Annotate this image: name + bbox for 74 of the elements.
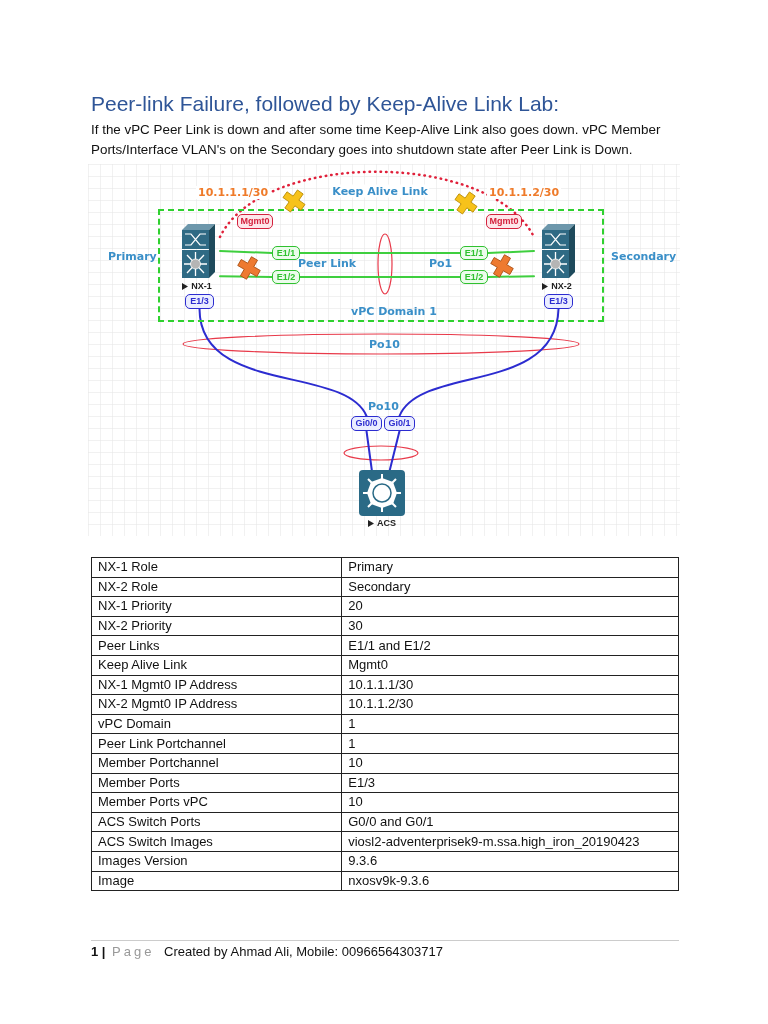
link-line xyxy=(398,308,560,417)
table-cell: 9.3.6 xyxy=(341,851,679,871)
table-cell: Secondary xyxy=(341,577,679,597)
port-tag: E1/1 xyxy=(460,246,488,260)
table-cell: 20 xyxy=(341,596,679,617)
port-tag: Gi0/1 xyxy=(384,416,415,431)
link-line xyxy=(299,276,461,278)
port-tag: E1/3 xyxy=(185,294,214,309)
table-cell: Peer Links xyxy=(91,635,342,656)
link-label: Peer Link xyxy=(298,257,357,270)
port-tag: E1/2 xyxy=(272,270,300,284)
table-cell: NX-2 Priority xyxy=(91,616,342,636)
link-line xyxy=(198,308,368,417)
port-channel-label: Po10 xyxy=(369,338,400,351)
table-cell: ACS Switch Images xyxy=(91,831,342,852)
link-line xyxy=(365,430,373,471)
table-cell: 1 xyxy=(341,733,679,754)
table-cell: viosl2-adventerprisek9-m.ssa.high_iron_20190423 xyxy=(341,831,679,852)
table-cell: Peer Link Portchannel xyxy=(91,733,342,754)
table-cell: 10.1.1.2/30 xyxy=(341,694,679,715)
edge-label: Keep Alive Link xyxy=(330,184,430,198)
table-cell: NX-2 Role xyxy=(91,577,342,597)
link-line xyxy=(487,275,535,278)
port-tag: E1/3 xyxy=(544,294,573,309)
port-tag: Gi0/0 xyxy=(351,416,382,431)
keep-alive-link xyxy=(218,170,536,239)
table-cell: Member Ports vPC xyxy=(91,792,342,813)
table-cell: E1/1 and E1/2 xyxy=(341,635,679,656)
table-cell: Keep Alive Link xyxy=(91,655,342,676)
device-name: ACS xyxy=(377,518,396,528)
table-cell: Member Ports xyxy=(91,773,342,793)
table-cell: Image xyxy=(91,871,342,891)
port-tag: Mgmt0 xyxy=(237,214,273,229)
table-cell: ACS Switch Ports xyxy=(91,812,342,832)
device-name: NX-1 xyxy=(191,281,212,291)
port-channel-label: Po10 xyxy=(368,400,399,413)
port-tag: E1/2 xyxy=(460,270,488,284)
device-name: NX-2 xyxy=(551,281,572,291)
table-cell: NX-2 Mgmt0 IP Address xyxy=(91,694,342,715)
author-note: Created by Ahmad Ali, Mobile: 00966564303717 xyxy=(164,944,443,959)
page-word: Page xyxy=(112,944,155,959)
port-channel-label: Po1 xyxy=(429,257,453,270)
ip-address: 10.1.1.2/30 xyxy=(487,186,562,199)
port-tag: E1/1 xyxy=(272,246,300,260)
table-cell: 1 xyxy=(341,714,679,734)
intro-paragraph: If the vPC Peer Link is down and after some time Keep-Alive Link also goes down. vPC Member Ports/Interface VLAN's on the Secondary goes into shutdown state after Peer Link is Down. xyxy=(91,121,662,159)
table-cell: NX-1 Role xyxy=(91,557,342,578)
table-cell: Mgmt0 xyxy=(341,655,679,676)
table-cell: Member Portchannel xyxy=(91,753,342,774)
table-cell: vPC Domain xyxy=(91,714,342,734)
role-label: Secondary xyxy=(611,250,677,263)
table-cell: 10 xyxy=(341,792,679,813)
table-cell: E1/3 xyxy=(341,773,679,793)
port-tag: Mgmt0 xyxy=(486,214,522,229)
table-cell: Images Version xyxy=(91,851,342,871)
link-line xyxy=(487,250,535,254)
link-line xyxy=(299,252,461,254)
table-cell: 30 xyxy=(341,616,679,636)
domain-label: vPC Domain 1 xyxy=(351,305,437,318)
table-cell: NX-1 Priority xyxy=(91,596,342,617)
table-cell: 10.1.1.1/30 xyxy=(341,675,679,695)
page-title: Peer-link Failure, followed by Keep-Alive Link Lab: xyxy=(91,92,560,116)
table-cell: Primary xyxy=(341,557,679,578)
table-cell: NX-1 Mgmt0 IP Address xyxy=(91,675,342,695)
domain-boundary xyxy=(158,209,604,322)
table-cell: 10 xyxy=(341,753,679,774)
table-cell: nxosv9k-9.3.6 xyxy=(341,871,679,891)
link-line xyxy=(219,275,273,278)
ip-address: 10.1.1.1/30 xyxy=(196,186,271,199)
link-line xyxy=(388,430,401,471)
link-line xyxy=(219,250,273,254)
page-number: 1 | xyxy=(91,944,106,959)
role-label: Primary xyxy=(108,250,157,263)
table-cell: G0/0 and G0/1 xyxy=(341,812,679,832)
